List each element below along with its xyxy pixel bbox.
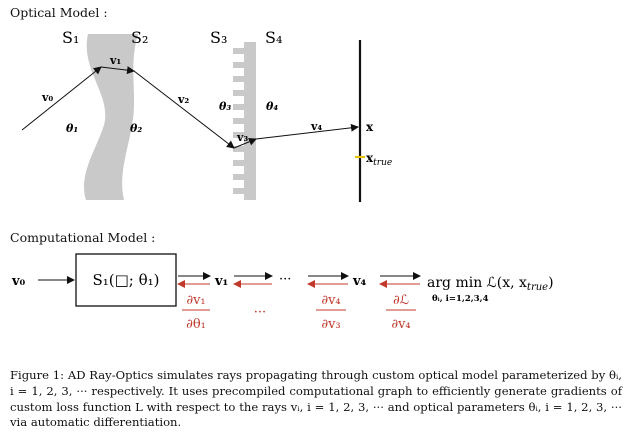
- gradient-1-denominator: ∂θ₁: [186, 317, 206, 332]
- gradient-2-denominator: ∂v₃: [321, 317, 340, 332]
- grating-shape: [233, 42, 256, 200]
- gradient-3-numerator: ∂ℒ: [393, 293, 409, 308]
- output-point-label: x: [366, 120, 374, 134]
- surface-label-s2: S₂: [131, 28, 148, 47]
- ray-v1: [100, 66, 135, 75]
- optical-model-heading: Optical Model :: [10, 5, 108, 20]
- true-point-label: xtrue: [366, 151, 392, 168]
- surface-label-s3: S₃: [210, 28, 227, 47]
- gradient-ellipsis: ···: [254, 305, 266, 320]
- figure-caption: Figure 1: AD Ray-Optics simulates rays p…: [10, 368, 622, 430]
- ray-label-v4: v₄: [310, 120, 322, 133]
- ray-v4: [255, 123, 359, 140]
- param-label-theta3: θ₃: [219, 100, 231, 113]
- ray-label-v0: v₀: [41, 91, 53, 104]
- ray-v2: [133, 70, 235, 149]
- ray-label-v2: v₂: [177, 93, 189, 106]
- param-label-theta1: θ₁: [66, 122, 78, 135]
- gradient-3-denominator: ∂v₄: [391, 317, 410, 332]
- ray-v3: [233, 137, 257, 149]
- ray-v0: [21, 66, 102, 131]
- surface-function-box: [75, 253, 177, 307]
- objective-constraint: θᵢ, i=1,2,3,4: [432, 294, 489, 304]
- param-label-theta4: θ₄: [266, 100, 278, 113]
- surface-function-label: S₁(□; θ₁): [92, 271, 159, 289]
- gradient-2-numerator: ∂v₄: [321, 293, 340, 308]
- output-ray-label-v1: v₁: [214, 274, 228, 289]
- ray-label-v1: v₁: [109, 54, 121, 67]
- objective-label: arg min ℒ(x, xtrue): [427, 275, 554, 293]
- input-ray-label: v₀: [11, 274, 26, 289]
- surface-label-s1: S₁: [62, 28, 79, 47]
- ray-label-v3: v₃: [236, 131, 248, 144]
- gradient-1-numerator: ∂v₁: [186, 293, 205, 308]
- output-ray-label-v4: v₄: [352, 274, 367, 289]
- ellipsis-forward: ···: [279, 272, 291, 287]
- surface-label-s4: S₄: [265, 28, 282, 47]
- computational-model-heading: Computational Model :: [10, 230, 156, 245]
- computational-model-diagram: v₀ S₁(□; θ₁) v₁ ··· v₄ arg min ℒ(x, xtru…: [11, 253, 554, 332]
- lens-shape: [83, 34, 138, 200]
- param-label-theta2: θ₂: [130, 122, 142, 135]
